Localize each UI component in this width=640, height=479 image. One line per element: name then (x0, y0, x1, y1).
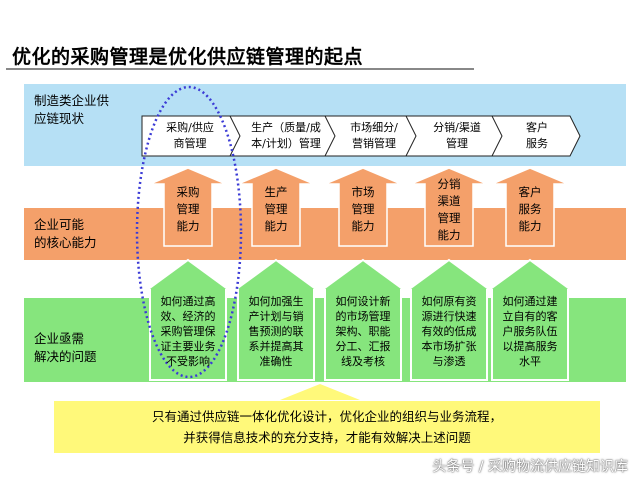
capability-label: 市场管理能力 (339, 184, 387, 235)
problem-arrow (485, 258, 575, 381)
capability-label: 分销渠道管理能力 (425, 176, 473, 244)
core-capability-band-label: 企业可能 的核心能力 (34, 216, 97, 252)
problem-label: 如何通过建立自有的客户服务队伍以提高服务水平 (493, 294, 567, 369)
capability-label-line: 渠道 (437, 194, 461, 208)
supply-chain-step-label: 分销/渠道管理 (414, 120, 500, 152)
capability-label-line: 管理 (176, 202, 200, 216)
watermark: 头条号 / 采购物流供应链知识库 (432, 459, 628, 475)
capability-label-line: 管理 (437, 211, 461, 225)
capability-label-line: 客户 (518, 185, 542, 199)
problem-label-line: 源进行快速 (421, 310, 477, 323)
problem-label: 如何通过高效、经济的采购管理保证主要业务不受影响 (151, 294, 225, 369)
problem-label-line: 水平 (519, 355, 541, 368)
supply-chain-step-label: 客户服务 (500, 120, 574, 152)
supply-chain-step-label: 采购/供应商管理 (144, 120, 236, 152)
capability-arrow (410, 167, 488, 247)
conclusion-line: 并获得信息技术的充分支持，才能有效解决上述问题 (183, 430, 471, 445)
supply-chain-step-label-line: 采购/供应 (166, 121, 214, 134)
capability-label-line: 能力 (264, 219, 288, 233)
supply-chain-step-label: 市场细分/营销管理 (333, 120, 415, 152)
problem-label-line: 准确性 (259, 355, 293, 368)
problem-label-line: 不受影响 (166, 355, 210, 368)
supply-chain-step-label-line: 服务 (526, 137, 548, 150)
capability-label: 生产管理能力 (252, 184, 300, 235)
supply-chain-band-label-line: 应链现状 (34, 111, 85, 126)
capability-label-line: 能力 (518, 219, 542, 233)
capability-label-line: 分销 (437, 177, 461, 191)
problem-label-line: 如何通过高 (160, 295, 216, 308)
conclusion-box: 只有通过供应链一体化优化设计，优化企业的组织与业务流程， 并获得信息技术的充分支… (54, 401, 600, 453)
problem-label-line: 如何设计新 (335, 295, 391, 308)
supply-chain-step-label-line: 生产（质量/成 (251, 121, 321, 134)
problem-label: 如何加强生产计划与销售预测的联系并提高其准确性 (239, 294, 313, 369)
problem-label-line: 系并提高其 (248, 340, 304, 353)
capability-arrow (491, 167, 569, 247)
capability-arrow (149, 167, 227, 247)
problem-label-line: 线及考核 (341, 355, 385, 368)
problem-label-line: 以提高服务 (502, 340, 558, 353)
problem-label-line: 证主要业务 (160, 340, 216, 353)
problem-label: 如何设计新的市场管理架构、职能分工、汇报线及考核 (326, 294, 400, 369)
capability-label: 采购管理能力 (164, 184, 212, 235)
core-capability-band-label-line: 企业可能 (34, 217, 85, 232)
problem-label-line: 与渗透 (432, 355, 466, 368)
problem-label-line: 采购管理保 (160, 325, 216, 338)
highlight-ellipse (135, 85, 243, 379)
problem-label-line: 的市场管理 (335, 310, 391, 323)
problem-label-line: 有效的低成 (421, 325, 477, 338)
problem-label-line: 如何加强生 (248, 295, 304, 308)
problem-label-line: 如何通过建 (502, 295, 558, 308)
capability-arrow (237, 167, 315, 247)
capability-label-line: 生产 (264, 185, 288, 199)
capability-label-line: 采购 (176, 185, 200, 199)
capability-label-line: 能力 (351, 219, 375, 233)
problem-label-line: 分工、汇报 (335, 340, 391, 353)
problem-label-line: 立自有的客 (502, 310, 558, 323)
capability-label-line: 管理 (264, 202, 288, 216)
supply-chain-step-label: 生产（质量/成本/计划）管理 (238, 120, 334, 152)
page-title: 优化的采购管理是优化供应链管理的起点 (12, 46, 364, 68)
capability-label: 客户服务能力 (506, 184, 554, 235)
supply-chain-step-label-line: 本/计划）管理 (251, 137, 321, 150)
supply-chain-step-label-line: 营销管理 (352, 137, 396, 150)
capability-label-line: 市场 (351, 185, 375, 199)
title-rule (6, 68, 474, 70)
problem-label: 如何原有资源进行快速有效的低成本市场扩张与渗透 (412, 294, 486, 369)
supply-chain-step-label-line: 管理 (446, 137, 468, 150)
supply-chain-step-label-line: 商管理 (173, 137, 207, 150)
supply-chain-step-label-line: 市场细分/ (350, 121, 398, 134)
problem-band-label-line: 企业亟需 (34, 331, 85, 346)
problem-label-line: 户服务队伍 (502, 325, 558, 338)
capability-label-line: 管理 (351, 202, 375, 216)
problem-label-line: 效、经济的 (160, 310, 216, 323)
problem-band-label-line: 解决的问题 (34, 349, 97, 364)
conclusion-arrow-head (280, 384, 360, 400)
conclusion-line: 只有通过供应链一体化优化设计，优化企业的组织与业务流程， (151, 409, 502, 424)
supply-chain-step-label-line: 分销/渠道 (433, 121, 481, 134)
problem-label-line: 产计划与销 (248, 310, 304, 323)
capability-label-line: 服务 (518, 202, 542, 216)
problem-label-line: 如何原有资 (421, 295, 477, 308)
capability-arrow (324, 167, 402, 247)
capability-label-line: 能力 (437, 228, 461, 242)
supply-chain-band-label: 制造类企业供 应链现状 (34, 92, 109, 128)
problem-band-label: 企业亟需 解决的问题 (34, 330, 97, 366)
problem-arrow (143, 258, 233, 381)
supply-chain-step-label-line: 客户 (526, 121, 548, 134)
problem-arrow (318, 258, 408, 381)
capability-label-line: 能力 (176, 219, 200, 233)
supply-chain-step-chevron (491, 115, 581, 157)
problem-arrow (231, 258, 321, 381)
problem-label-line: 本市场扩张 (421, 340, 477, 353)
problem-label-line: 架构、职能 (335, 325, 391, 338)
supply-chain-band-label-line: 制造类企业供 (34, 93, 110, 108)
problem-label-line: 售预测的联 (248, 325, 304, 338)
core-capability-band-label-line: 的核心能力 (34, 235, 97, 250)
